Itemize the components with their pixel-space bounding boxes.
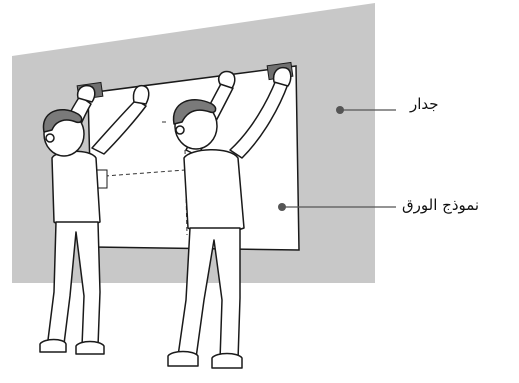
level-tool	[97, 170, 107, 188]
paper-template-label: نموذج الورق	[402, 196, 479, 214]
wall-label: جدار	[410, 95, 439, 113]
